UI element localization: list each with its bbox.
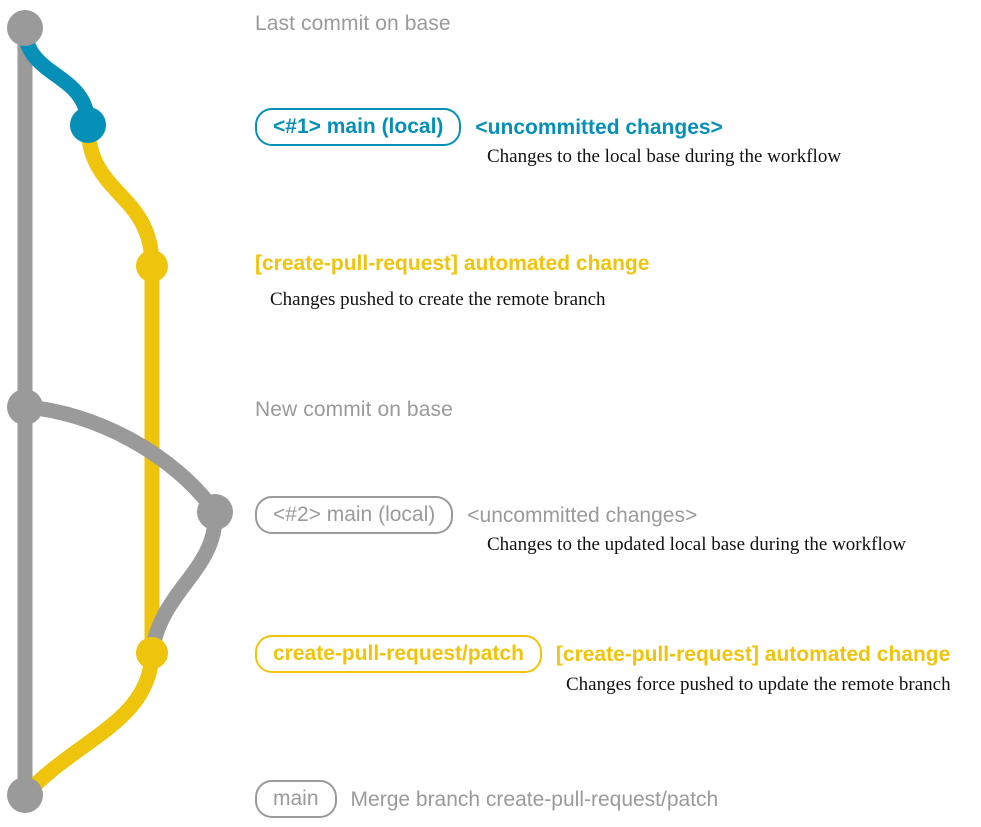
commit-subject-automated-change-1: [create-pull-request] automated change xyxy=(255,252,650,275)
graph-edge-local2-to-remote2 xyxy=(144,504,223,661)
graph-edge-remote2-to-merge xyxy=(17,645,160,803)
entry-automated-change-1: [create-pull-request] automated change xyxy=(255,253,649,274)
commit-dot-new-commit-on-base[interactable] xyxy=(7,389,43,425)
commit-subject-local-main-1: <uncommitted changes> xyxy=(475,115,723,139)
ref-pill-main[interactable]: main xyxy=(255,780,337,818)
commit-dot-local-main-2[interactable] xyxy=(197,494,233,530)
commit-dot-automated-change-2[interactable] xyxy=(136,637,168,669)
commit-subject-merge-commit: Merge branch create-pull-request/patch xyxy=(350,787,719,811)
commit-heading: Last commit on base xyxy=(255,12,451,35)
commit-dot-merge-commit[interactable] xyxy=(7,777,43,813)
commit-dot-last-commit-on-base[interactable] xyxy=(7,10,43,46)
commit-dot-automated-change-1[interactable] xyxy=(136,250,168,282)
entry-new-commit-on-base: New commit on base xyxy=(255,398,453,422)
commit-description-local-main-1: Changes to the local base during the wor… xyxy=(487,146,842,167)
ref-pill-create-pull-request-patch[interactable]: create-pull-request/patch xyxy=(255,635,542,673)
ref-pill-local-main-2[interactable]: <#2> main (local) xyxy=(255,496,454,534)
commit-dot-local-main-1[interactable] xyxy=(70,107,106,143)
commit-description-automated-change-1: Changes pushed to create the remote bran… xyxy=(270,289,606,310)
commit-heading: New commit on base xyxy=(255,398,453,421)
graph-edge-local1-to-remote1 xyxy=(80,117,160,274)
graph-edge-base-to-local2 xyxy=(17,399,223,520)
entry-automated-change-2: create-pull-request/patch [create-pull-r… xyxy=(255,635,950,673)
entry-local-main-2: <#2> main (local) <uncommitted changes> xyxy=(255,496,697,534)
entry-merge-commit: main Merge branch create-pull-request/pa… xyxy=(255,780,718,818)
commit-subject-local-main-2: <uncommitted changes> xyxy=(467,503,698,527)
commit-description-automated-change-2: Changes force pushed to update the remot… xyxy=(566,674,951,695)
commit-subject-automated-change-2: [create-pull-request] automated change xyxy=(555,642,951,666)
entry-last-commit-on-base: Last commit on base xyxy=(255,12,451,36)
ref-pill-local-main-1[interactable]: <#1> main (local) xyxy=(255,108,462,146)
commit-description-local-main-2: Changes to the updated local base during… xyxy=(487,534,906,555)
entry-local-main-1: <#1> main (local) <uncommitted changes> xyxy=(255,108,723,146)
